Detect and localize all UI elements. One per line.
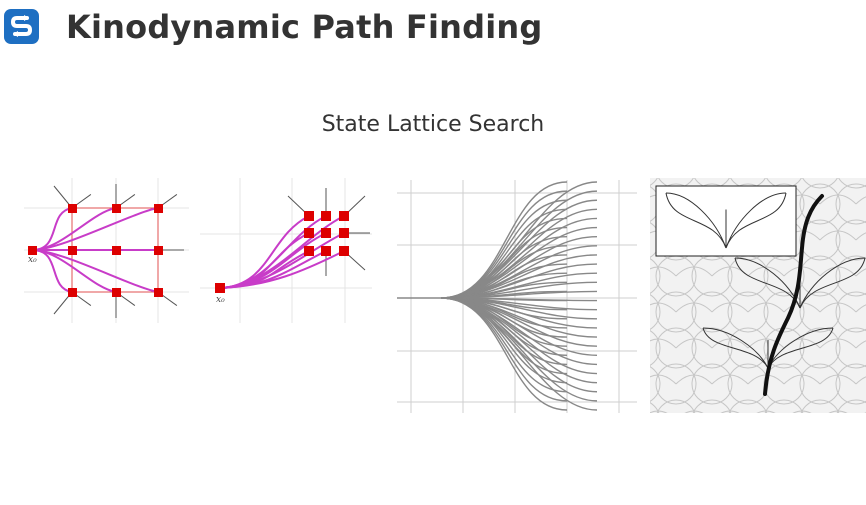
leaf-primitive — [665, 192, 727, 249]
leaf-primitive — [702, 327, 769, 369]
lattice-node — [304, 211, 314, 221]
lattice-node — [304, 246, 314, 256]
texture-arc — [655, 327, 697, 369]
lattice-node — [112, 204, 121, 213]
texture-arc — [655, 363, 697, 405]
motion-primitive — [31, 249, 117, 293]
start-label-2: x₀ — [216, 295, 225, 305]
lattice-node — [154, 288, 163, 297]
motion-primitive — [31, 249, 159, 293]
section-subtitle: State Lattice Search — [321, 112, 545, 137]
lattice-node — [339, 228, 349, 238]
texture-arc — [799, 291, 841, 333]
lattice-node — [68, 288, 77, 297]
leaf-primitive — [725, 192, 787, 249]
texture-arc — [855, 376, 866, 385]
texture-arc — [799, 363, 841, 405]
texture-arc — [764, 399, 804, 413]
texture-arc — [650, 366, 661, 402]
lattice-node — [154, 246, 163, 255]
texture-arc — [691, 363, 733, 405]
motion-primitive — [219, 250, 345, 289]
lattice-figure-2: x₀ — [200, 178, 372, 323]
lattice-node — [112, 288, 121, 297]
fan-curve — [440, 297, 598, 411]
lattice-node — [321, 228, 331, 238]
texture-arc — [728, 399, 768, 413]
lattice-node — [68, 246, 77, 255]
motion-primitive — [31, 207, 159, 251]
leaf-primitive — [725, 192, 787, 249]
fan-curve — [440, 236, 568, 299]
texture-arc — [692, 399, 732, 413]
start-label: x₀ — [28, 255, 37, 265]
start-node — [28, 246, 37, 255]
motion-primitive — [31, 207, 117, 251]
texture-arc — [656, 399, 696, 413]
texture-arc — [835, 183, 866, 225]
texture-arc — [727, 291, 769, 333]
texture-arc — [835, 291, 866, 333]
motion-primitive — [31, 207, 73, 251]
texture-arc — [763, 291, 805, 333]
texture-arc — [855, 340, 866, 349]
lattice-path-figure — [650, 178, 866, 413]
texture-arc — [799, 219, 841, 261]
texture-arc — [763, 363, 805, 405]
leaf-primitive — [665, 192, 727, 249]
texture-arc — [799, 327, 841, 369]
fan-curve — [440, 297, 598, 402]
lattice-node — [321, 246, 331, 256]
texture-arc — [835, 255, 866, 297]
texture-arc — [838, 178, 866, 189]
texture-arc — [835, 219, 866, 261]
texture-arc — [691, 291, 733, 333]
app-logo-icon — [4, 9, 39, 44]
start-node — [215, 283, 225, 293]
texture-arc — [650, 294, 661, 330]
lattice-node — [339, 246, 349, 256]
texture-arc — [835, 327, 866, 369]
texture-arc — [836, 399, 866, 413]
texture-arc — [855, 232, 866, 241]
lattice-figure-1: x₀ — [24, 178, 189, 323]
texture-arc — [855, 268, 866, 277]
page-title: Kinodynamic Path Finding — [66, 8, 543, 46]
texture-arc — [655, 291, 697, 333]
lattice-node — [339, 211, 349, 221]
leaf-primitive — [702, 327, 769, 369]
highlighted-path — [763, 194, 824, 396]
lattice-node — [112, 246, 121, 255]
lattice-node — [154, 204, 163, 213]
texture-arc — [800, 399, 840, 413]
lattice-node — [321, 211, 331, 221]
texture-arc — [650, 258, 661, 294]
texture-arc — [835, 363, 866, 405]
texture-arc — [650, 330, 661, 366]
lattice-node — [68, 204, 77, 213]
primitive-fan-figure — [397, 180, 637, 413]
leaf-primitive — [799, 257, 866, 309]
texture-arc — [855, 304, 866, 313]
texture-arc — [802, 178, 838, 189]
leaf-primitive — [767, 327, 834, 369]
motion-primitive — [31, 249, 73, 293]
leaf-primitive — [799, 257, 866, 309]
texture-arc — [855, 196, 866, 205]
texture-arc — [799, 183, 841, 225]
lattice-node — [304, 228, 314, 238]
